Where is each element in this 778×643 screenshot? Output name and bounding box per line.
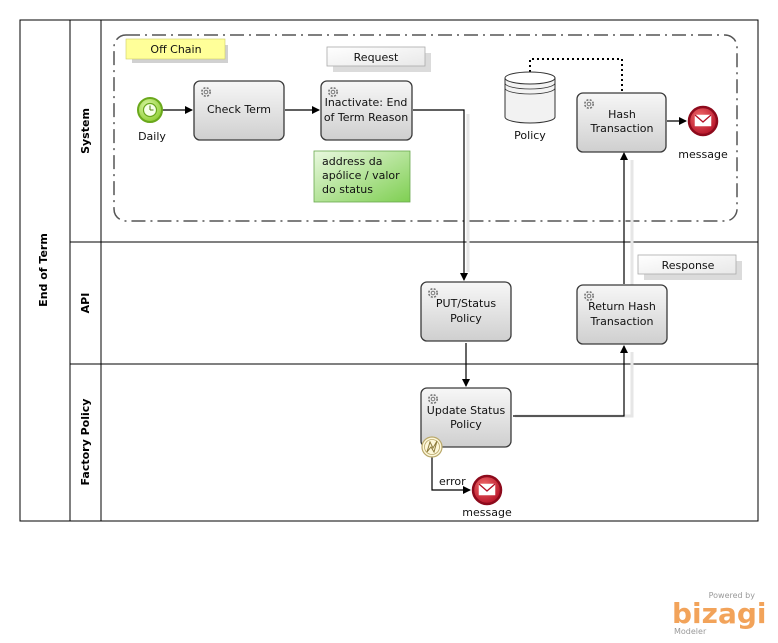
annotation-line-3: do status (322, 183, 373, 196)
lane-title-factory-policy: Factory Policy (79, 399, 92, 486)
end-event-message-bottom[interactable]: message (462, 474, 512, 519)
task-return-hash-label-1: Return Hash (588, 300, 656, 313)
watermark-brand: bizagi (672, 597, 766, 630)
message-response[interactable]: Response (637, 254, 742, 280)
task-update-status-label-2: Policy (450, 418, 482, 431)
task-check-term[interactable]: Check Term (193, 80, 285, 141)
task-inactivate-label-2: of Term Reason (324, 111, 408, 124)
error-icon (426, 440, 438, 454)
envelope-icon (478, 483, 496, 496)
watermark-product: Modeler (674, 627, 707, 636)
watermark-powered: Powered by (709, 591, 756, 600)
task-return-hash[interactable]: Return Hash Transaction (576, 284, 668, 345)
sequence-flows: error (162, 106, 687, 494)
task-put-status-label-2: Policy (450, 312, 482, 325)
flow-update-to-return (513, 345, 628, 417)
text-annotation: address da apólice / valor do status (313, 150, 411, 203)
start-event-daily[interactable]: Daily (137, 97, 166, 143)
task-inactivate[interactable]: Inactivate: End of Term Reason (320, 80, 413, 141)
flow-inactivate-to-put (413, 109, 468, 281)
message-request[interactable]: Request (326, 46, 431, 72)
task-hash-label-1: Hash (608, 108, 636, 121)
task-inactivate-label-1: Inactivate: End (325, 96, 408, 109)
flow-error-to-end (431, 457, 471, 494)
group-label: Off Chain (150, 43, 201, 56)
task-check-term-label: Check Term (207, 103, 271, 116)
task-hash-transaction[interactable]: Hash Transaction (576, 92, 667, 153)
task-put-status-label-1: PUT/Status (436, 297, 496, 310)
error-flow-label: error (439, 475, 466, 488)
task-put-status[interactable]: PUT/Status Policy (420, 281, 512, 342)
lane-title-system: System (79, 108, 92, 154)
end-event-message-top[interactable]: message (678, 105, 728, 161)
lane-title-api: API (79, 293, 92, 314)
boundary-error-event[interactable] (421, 436, 443, 458)
message-response-label: Response (662, 259, 715, 272)
data-association-policy (529, 58, 623, 93)
end-event-bottom-label: message (462, 506, 512, 519)
task-update-status-label-1: Update Status (427, 404, 506, 417)
bizagi-watermark: Powered by bizagi Modeler (672, 591, 766, 636)
task-hash-label-2: Transaction (590, 122, 654, 135)
pool-title: End of Term (37, 233, 50, 307)
task-return-hash-label-2: Transaction (590, 315, 654, 328)
end-event-top-label: message (678, 148, 728, 161)
task-update-status[interactable]: Update Status Policy (420, 387, 512, 448)
envelope-icon (694, 114, 712, 127)
annotation-line-2: apólice / valor (322, 169, 400, 182)
annotation-line-1: address da (322, 155, 382, 168)
data-store-policy[interactable]: Policy (504, 71, 556, 142)
off-chain-group: Off Chain (113, 34, 738, 222)
start-event-label: Daily (138, 130, 166, 143)
message-request-label: Request (354, 51, 399, 64)
data-store-label: Policy (514, 129, 546, 142)
